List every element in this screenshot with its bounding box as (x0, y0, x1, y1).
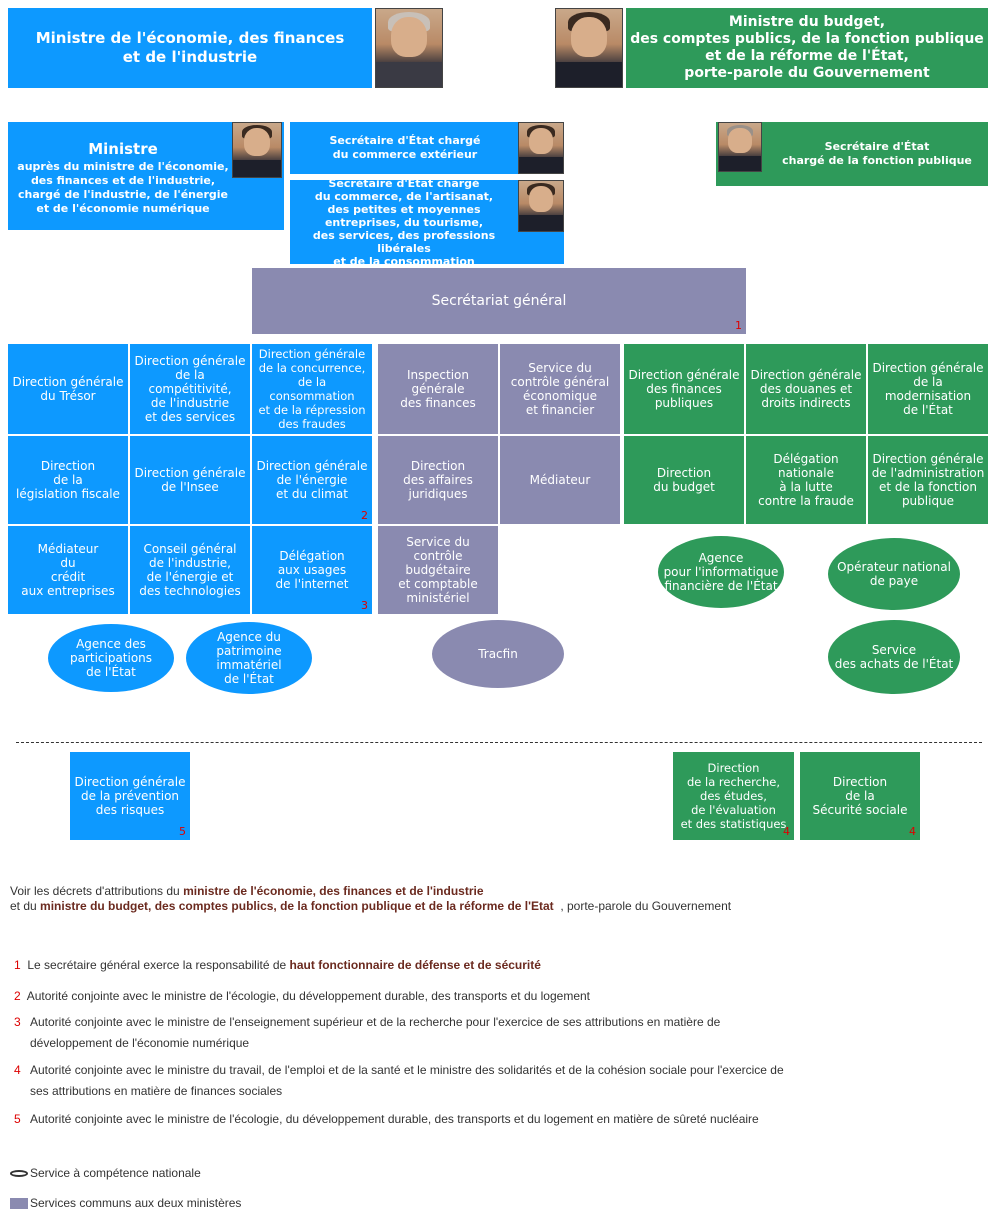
dir-recherche-etudes: Direction de la recherche, des études, d… (673, 752, 794, 840)
conseil-general-industrie: Conseil général de l'industrie, de l'éne… (130, 526, 250, 614)
delegation-internet: Délégation aux usages de l'internet 3 (252, 526, 372, 614)
inspection-finances: Inspection générale des finances (378, 344, 498, 434)
footnote-5-text: Autorité conjointe avec le ministre de l… (30, 1112, 759, 1126)
footnote-5: 5 Autorité conjointe avec le ministre de… (14, 1112, 794, 1130)
footnote-3: 3 Autorité conjointe avec le ministre de… (14, 1015, 794, 1054)
footnote-4-text: Autorité conjointe avec le ministre du t… (30, 1063, 784, 1098)
dir-finances-publiques: Direction générale des finances publique… (624, 344, 744, 434)
dir-securite-sociale-label: Direction de la Sécurité sociale (812, 775, 908, 817)
dir-affaires-juridiques: Direction des affaires juridiques (378, 436, 498, 524)
agence-patrimoine: Agence du patrimoine immatériel de l'Éta… (186, 622, 312, 694)
legend-grey: Services communs aux deux ministères (10, 1196, 610, 1211)
se-commerce-photo (518, 180, 564, 232)
link-ministre-economie[interactable]: ministre de l'économie, des finances et … (183, 884, 484, 898)
footnote-1-text: Le secrétaire général exerce la responsa… (27, 958, 287, 972)
footnote-marker-4b: 4 (909, 825, 916, 838)
footnote-4: 4 Autorité conjointe avec le ministre du… (14, 1063, 794, 1102)
se-commerce-exterieur-photo (518, 122, 564, 174)
service-achats: Service des achats de l'État (828, 620, 960, 694)
voir-text: Voir les décrets d'attributions du (10, 884, 180, 898)
se-commerce-exterieur: Secrétaire d'État chargé du commerce ext… (290, 122, 520, 174)
dir-insee: Direction générale de l'Insee (130, 436, 250, 524)
ellipse-icon (10, 1170, 28, 1177)
agence-participations: Agence des participations de l'État (48, 624, 174, 692)
dir-administration-fonction-publique: Direction générale de l'administration e… (868, 436, 988, 524)
secretariat-general-label: Secrétariat général (431, 293, 567, 309)
footnote-2-num: 2 (14, 989, 21, 1003)
secretariat-general: Secrétariat général 1 (252, 268, 746, 334)
controle-general: Service du contrôle général économique e… (500, 344, 620, 434)
minister-economy-header: Ministre de l'économie, des finances et … (8, 8, 372, 88)
tracfin: Tracfin (432, 620, 564, 688)
footnote-1-link[interactable]: haut fonctionnaire de défense et de sécu… (289, 958, 541, 972)
dir-recherche-etudes-label: Direction de la recherche, des études, d… (680, 761, 787, 831)
controle-budgetaire: Service du contrôle budgétaire et compta… (378, 526, 498, 614)
footnote-marker-3: 3 (361, 599, 368, 612)
footnote-marker-2: 2 (361, 509, 368, 522)
dir-competitivite: Direction générale de la compétitivité, … (130, 344, 250, 434)
mediateur-credit: Médiateur du crédit aux entreprises (8, 526, 128, 614)
dir-energie-climat-label: Direction générale de l'énergie et du cl… (256, 459, 368, 501)
legend-grey-label: Services communs aux deux ministères (30, 1196, 242, 1210)
footnote-5-num: 5 (14, 1112, 21, 1126)
legend-ellipse: Service à compétence nationale (10, 1166, 610, 1181)
legend-ellipse-label: Service à compétence nationale (30, 1166, 201, 1180)
minister-budget-header: Ministre du budget, des comptes publics,… (626, 8, 988, 88)
footnote-2-text: Autorité conjointe avec le ministre de l… (26, 989, 590, 1003)
dir-budget: Direction du budget (624, 436, 744, 524)
grey-square-icon (10, 1198, 28, 1209)
footnote-4-num: 4 (14, 1063, 21, 1077)
dir-prevention-risques-label: Direction générale de la prévention des … (74, 775, 186, 817)
dir-legislation-fiscale: Direction de la législation fiscale (8, 436, 128, 524)
mediateur: Médiateur (500, 436, 620, 524)
delegation-internet-label: Délégation aux usages de l'internet (275, 549, 349, 591)
dir-concurrence: Direction générale de la concurrence, de… (252, 344, 372, 434)
se-fonction-publique-photo (718, 122, 762, 172)
footnote-marker-4a: 4 (783, 825, 790, 838)
dir-prevention-risques: Direction générale de la prévention des … (70, 752, 190, 840)
dir-securite-sociale: Direction de la Sécurité sociale 4 (800, 752, 920, 840)
porte-parole-text: , porte-parole du Gouvernement (560, 899, 732, 913)
dir-douanes: Direction générale des douanes et droits… (746, 344, 866, 434)
footnote-marker-5: 5 (179, 825, 186, 838)
se-fonction-publique-label: Secrétaire d'État chargé de la fonction … (782, 140, 972, 167)
footnote-1: 1 Le secrétaire général exerce la respon… (14, 958, 794, 973)
minister-budget-photo (555, 8, 623, 88)
agence-informatique: Agence pour l'informatique financière de… (658, 536, 784, 608)
minister-economy-photo (375, 8, 443, 88)
link-ministre-budget[interactable]: ministre du budget, des comptes publics,… (40, 899, 554, 913)
dir-energie-climat: Direction générale de l'énergie et du cl… (252, 436, 372, 524)
ministre-industrie-photo (232, 122, 282, 178)
dir-tresor: Direction générale du Trésor (8, 344, 128, 434)
dashed-separator (16, 742, 982, 743)
operateur-paye: Opérateur national de paye (828, 538, 960, 610)
delegation-fraude: Délégation nationale à la lutte contre l… (746, 436, 866, 524)
etdu-text: et du (10, 899, 37, 913)
ministre-industrie-subtitle: auprès du ministre de l'économie, des fi… (17, 160, 229, 215)
decrees-text: Voir les décrets d'attributions du minis… (10, 884, 980, 914)
footnote-marker-1: 1 (735, 319, 742, 332)
footnote-3-text: Autorité conjointe avec le ministre de l… (30, 1015, 721, 1050)
ministre-industrie-title: Ministre (88, 140, 158, 158)
dir-modernisation: Direction générale de la modernisation d… (868, 344, 988, 434)
footnote-2: 2 Autorité conjointe avec le ministre de… (14, 989, 794, 1004)
footnote-1-num: 1 (14, 958, 21, 972)
footnote-3-num: 3 (14, 1015, 21, 1029)
